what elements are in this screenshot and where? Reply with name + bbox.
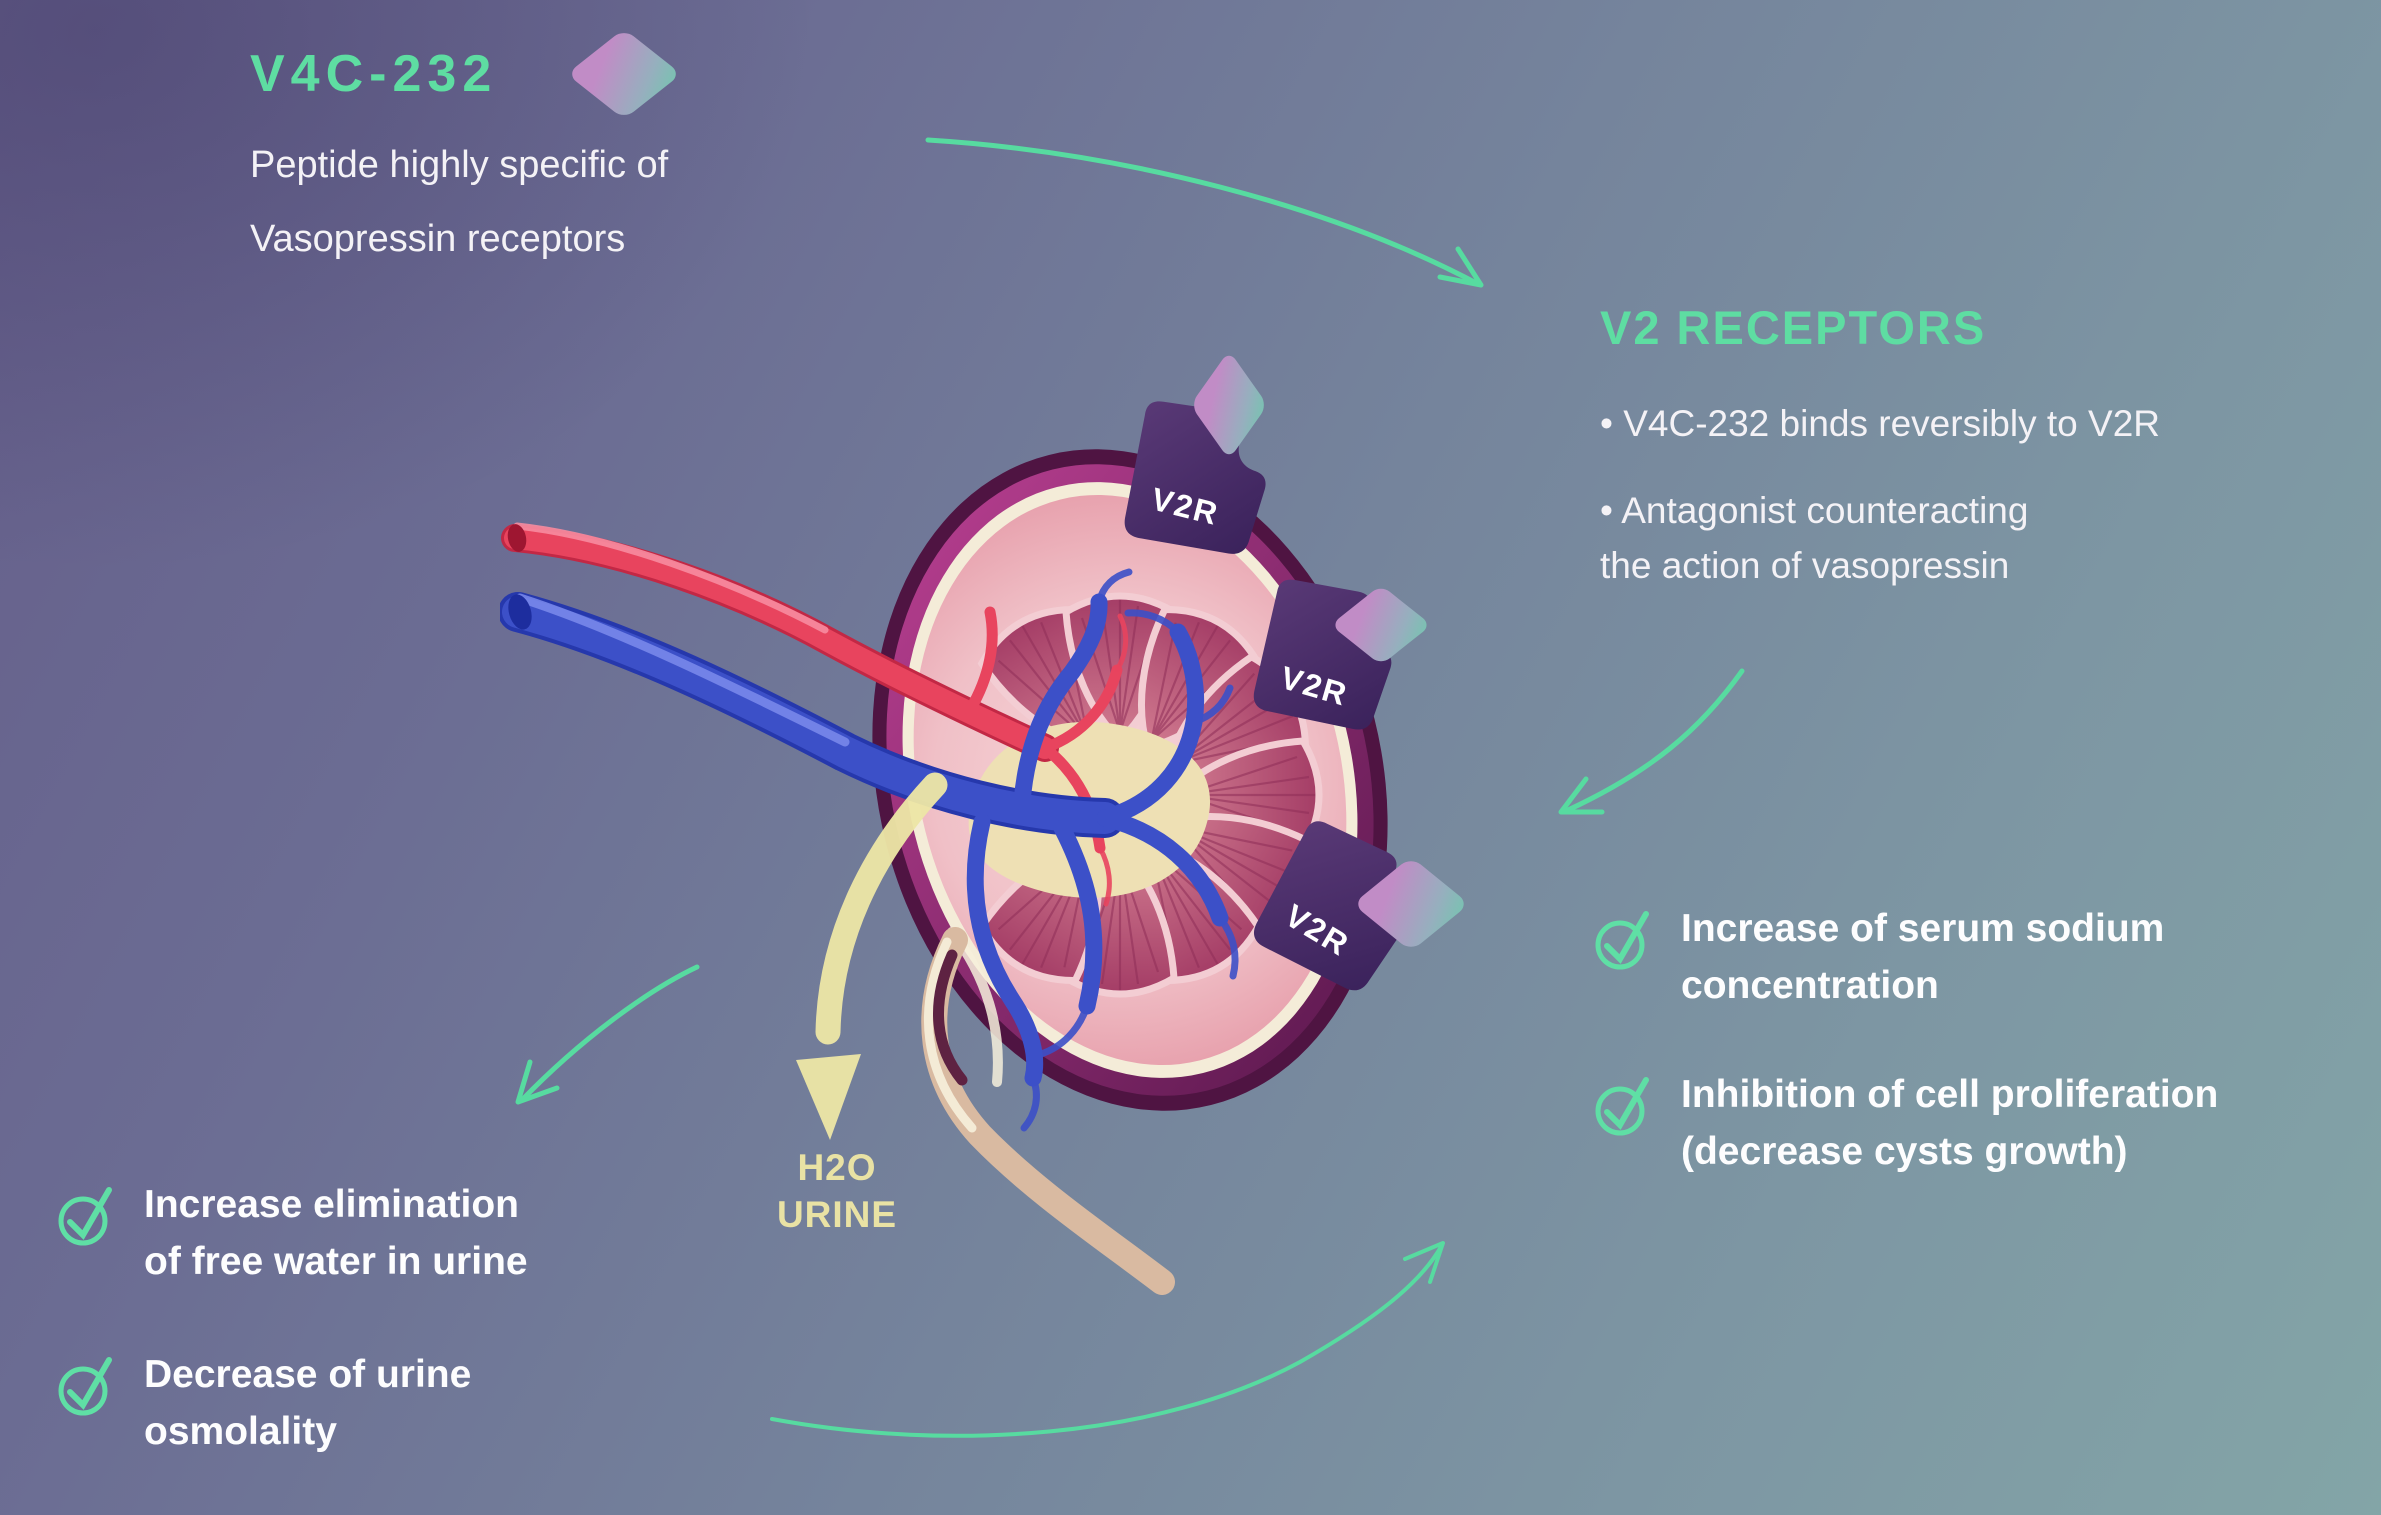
benefit-osmolality-line1: Decrease of urine [144,1353,472,1396]
arrow-v4c-to-v2r [925,137,1484,288]
benefit-cell-proliferation-line1: Inhibition of cell proliferation [1681,1073,2219,1116]
list-item: Decrease of urine osmolality [58,1346,678,1460]
check-icon [58,1187,112,1246]
benefit-serum-sodium-line1: Increase of serum sodium [1681,907,2165,950]
v2-receptors-heading: V2 RECEPTORS [1600,301,1987,354]
v4c-diamond-icon [572,33,676,115]
check-icon [1595,1077,1649,1136]
renal-artery [501,522,1129,907]
ligand-diamond-icon-1 [1194,355,1264,455]
v4c-title: V4C-232 [250,45,498,103]
list-item: Increase of serum sodium concentration [1595,900,2315,1014]
v4c-subtitle: Peptide highly specific of Vasopressin r… [250,128,668,276]
benefit-water-elimination-line2: of free water in urine [144,1240,528,1283]
v2r-receptor-tag-3: V2R [1228,798,1443,1015]
benefit-osmolality-line2: osmolality [144,1410,337,1453]
ligand-diamond-icon-3 [1358,861,1464,947]
check-icon [58,1357,112,1416]
bullet-antagonist-line1: • Antagonist counteracting [1600,490,2029,531]
v2-receptors-bullets: • V4C-232 binds reversibly to V2R • Anta… [1600,396,2160,593]
list-item: Inhibition of cell proliferation (decrea… [1595,1066,2315,1180]
v4c-subtitle-line1: Peptide highly specific of [250,144,669,186]
list-item: Increase elimination of free water in ur… [58,1176,678,1290]
check-icon [1595,911,1649,970]
benefits-left-list: Increase elimination of free water in ur… [58,1176,678,1515]
bullet-antagonist-line2: the action of vasopressin [1600,545,2010,586]
v4c-subtitle-line2: Vasopressin receptors [250,218,626,260]
receptor-shape [1254,821,1402,991]
benefit-water-elimination-line1: Increase elimination [144,1183,519,1226]
kidney-illustration [500,449,1388,1295]
ligand-diamond-icon-2 [1335,588,1427,662]
urine-flow-arrow [796,772,948,1140]
benefit-cell-proliferation-line2: (decrease cysts growth) [1681,1130,2128,1173]
urine-label-h2o: H2O [797,1147,877,1188]
renal-vein [500,568,1239,1132]
bullet-binds-reversibly: • V4C-232 binds reversibly to V2R [1600,403,2160,444]
benefit-serum-sodium-line2: concentration [1681,964,1939,1007]
benefits-right-list: Increase of serum sodium concentration I… [1595,900,2315,1232]
urine-label: H2O URINE [742,1144,932,1238]
arrow-v2r-to-right-benefits [1558,668,1745,815]
urine-label-urine: URINE [776,1194,898,1235]
